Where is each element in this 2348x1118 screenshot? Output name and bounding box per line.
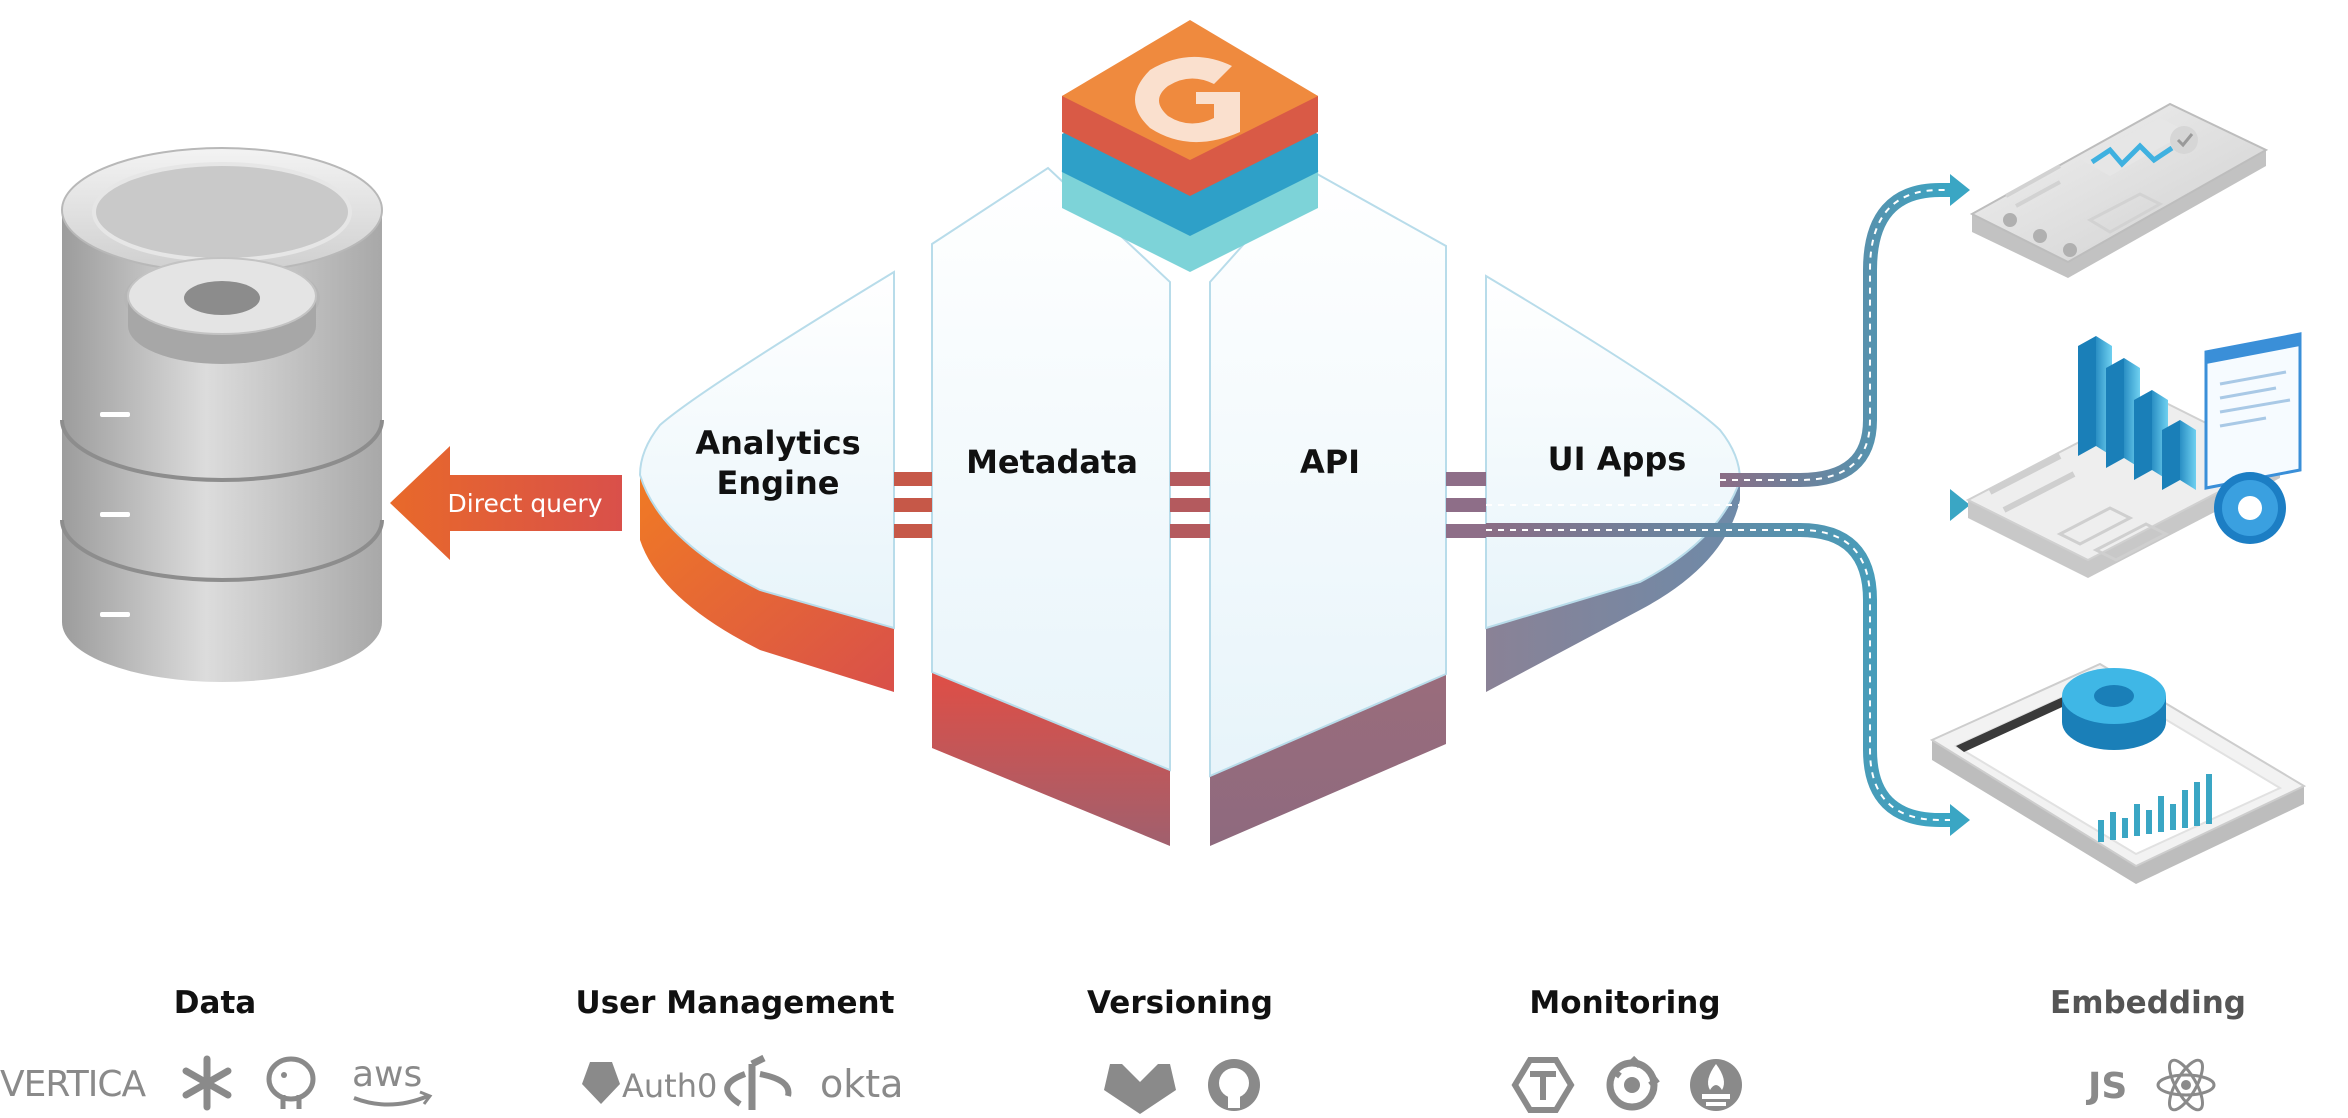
gitlab-icon	[1104, 1064, 1176, 1114]
panel-analytics-engine-label-1: Analytics	[695, 424, 860, 462]
category-monitoring-label: Monitoring	[1529, 985, 1720, 1021]
panel-analytics-engine-label-2: Engine	[717, 464, 840, 502]
arrowhead-icon	[1950, 174, 1970, 206]
arrowhead-icon	[1950, 489, 1970, 521]
panel-analytics-engine: Analytics Engine	[638, 270, 895, 692]
snowflake-icon	[182, 1055, 232, 1111]
auth0-logo: Auth0	[582, 1062, 717, 1105]
mobile-app-illustration	[1969, 102, 2269, 278]
database-icon	[60, 147, 384, 682]
aws-logo: aws	[352, 1054, 433, 1107]
arrowhead-icon	[1950, 804, 1970, 836]
panel-metadata-label: Metadata	[966, 443, 1138, 481]
panel-metadata: Metadata	[931, 166, 1171, 846]
panel-api-label: API	[1300, 443, 1360, 481]
code-window-icon	[2204, 332, 2302, 490]
donut-chart-icon	[2062, 668, 2166, 750]
dashboard-illustration	[1965, 332, 2302, 578]
postgresql-icon	[266, 1056, 316, 1109]
tracing-icon	[1511, 1057, 1575, 1113]
svg-text:Auth0: Auth0	[622, 1067, 717, 1105]
javascript-logo: JS	[2085, 1066, 2127, 1107]
category-user-management-label: User Management	[576, 985, 895, 1021]
grafana-icon	[1606, 1055, 1660, 1111]
flow-to-dashboard	[1486, 489, 1970, 521]
panel-ui-apps: UI Apps	[1485, 274, 1742, 692]
svg-text:aws: aws	[352, 1054, 422, 1095]
react-icon	[2156, 1058, 2216, 1112]
connector-metadata-api	[1170, 472, 1210, 538]
panel-ui-apps-label: UI Apps	[1548, 440, 1687, 478]
vertica-logo: VERTICA	[0, 1064, 147, 1105]
flow-to-tablet	[1486, 523, 1970, 836]
flow-to-mobile	[1720, 174, 1970, 487]
bar-chart-icon	[2078, 336, 2196, 490]
connector-api-ui-apps	[1446, 472, 1486, 538]
category-embedding-label: Embedding	[2050, 985, 2246, 1021]
panel-api: API	[1209, 168, 1447, 846]
direct-query-label: Direct query	[448, 489, 603, 518]
prometheus-icon	[1690, 1059, 1742, 1111]
okta-logo: okta	[820, 1062, 903, 1106]
category-data-label: Data	[174, 985, 256, 1021]
github-icon	[1208, 1059, 1260, 1111]
connector-analytics-metadata	[894, 472, 932, 538]
gear-icon	[2214, 472, 2286, 544]
tablet-bar-series	[2098, 774, 2212, 842]
product-logo-icon	[1061, 20, 1319, 272]
tablet-app-illustration	[1929, 662, 2307, 884]
category-versioning-label: Versioning	[1087, 985, 1273, 1021]
gear-icon	[124, 257, 320, 364]
openid-icon	[724, 1054, 792, 1110]
direct-query-arrow: Direct query	[390, 446, 622, 560]
